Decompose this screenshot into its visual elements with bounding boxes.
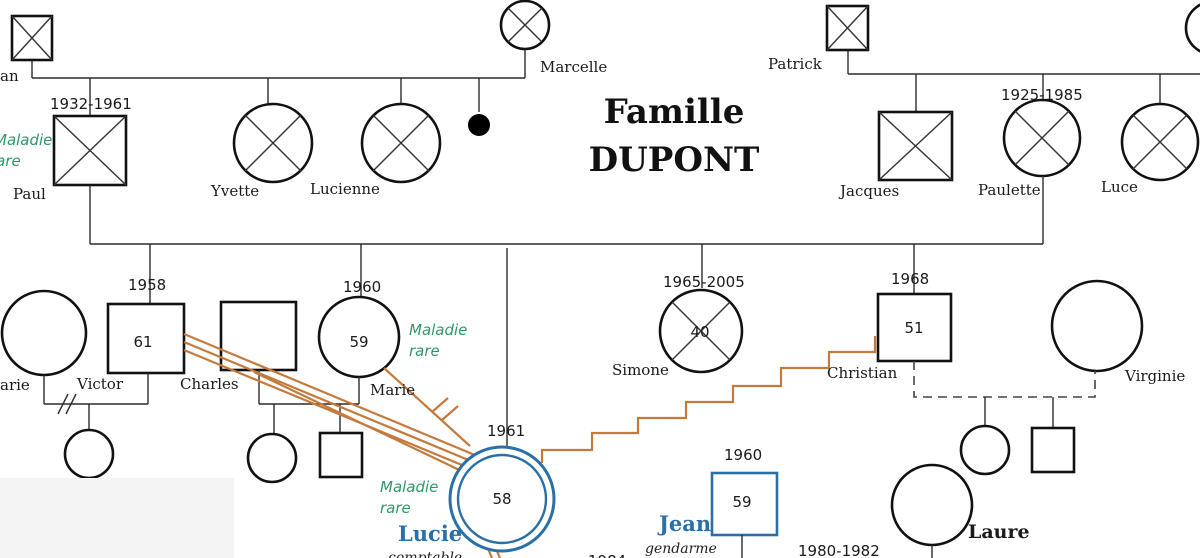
christian-symbol <box>876 292 953 363</box>
grey-overlay-panel <box>0 478 234 558</box>
lucie-symbol <box>448 445 556 553</box>
name-simone: Simone <box>612 361 669 379</box>
laure-symbol <box>890 463 974 547</box>
charles-daughter-symbol <box>246 432 298 484</box>
name-luce: Luce <box>1101 178 1138 196</box>
charles-son-symbol <box>318 431 364 479</box>
christian-daughter-symbol <box>959 424 1011 476</box>
charles-symbol <box>219 300 298 372</box>
grandfather-left-symbol <box>10 14 54 62</box>
age-jean: 59 <box>732 493 751 511</box>
name-jacques: Jacques <box>838 182 899 200</box>
condition-paul-line2: rare <box>0 152 21 170</box>
name-lucie: Lucie <box>398 521 462 546</box>
year-jean: 1960 <box>724 446 762 464</box>
age-victor: 61 <box>133 333 152 351</box>
age-lucie: 58 <box>492 490 511 508</box>
miscarriage-dot <box>468 114 490 136</box>
age-simone: 40 <box>690 323 709 341</box>
name-marcelle: Marcelle <box>540 58 607 76</box>
gen3-symbols <box>0 279 1144 379</box>
condition-paul-line1: Maladie <box>0 131 52 149</box>
family-title-line1: Famille <box>604 92 745 132</box>
gen4-symbols <box>63 424 1076 558</box>
name-patrick: Patrick <box>768 55 823 73</box>
name-marie: Marie <box>370 381 415 399</box>
gen1-symbols <box>10 0 1200 62</box>
marcelle-symbol <box>499 0 551 51</box>
name-arie: arie <box>0 376 30 394</box>
years-simone: 1965-2005 <box>663 273 745 291</box>
victor-child-symbol <box>63 428 115 480</box>
name-an: an <box>0 67 19 85</box>
name-jean: Jean <box>657 511 711 536</box>
victor-symbol <box>106 302 186 375</box>
christian-son-symbol <box>1030 426 1076 474</box>
name-paul: Paul <box>13 185 46 203</box>
family-title-line2: DUPONT <box>589 140 760 180</box>
gen3-couple-links <box>43 361 1096 436</box>
name-christian: Christian <box>827 364 898 382</box>
years-paulette: 1925-1985 <box>1001 86 1083 104</box>
condition-lucie-line2: rare <box>380 499 411 517</box>
paulette-symbol <box>1002 98 1082 178</box>
years-paul: 1932-1961 <box>50 95 132 113</box>
name-laure: Laure <box>968 521 1030 543</box>
jean-symbol <box>710 471 779 537</box>
condition-marie-line1: Maladie <box>409 321 467 339</box>
name-paulette: Paulette <box>978 181 1041 199</box>
condition-lucie-line1: Maladie <box>380 478 438 496</box>
paul-symbol <box>52 114 128 187</box>
lucienne-symbol <box>360 102 442 184</box>
condition-marie-line2: rare <box>409 342 440 360</box>
name-charles: Charles <box>180 375 239 393</box>
gen2-marriage-links <box>89 176 1044 455</box>
year-lucie: 1961 <box>487 422 525 440</box>
yvette-symbol <box>232 102 314 184</box>
arie-symbol <box>0 289 88 377</box>
year-bottom-left: 1984 <box>588 552 626 558</box>
age-christian: 51 <box>904 319 923 337</box>
luce-symbol <box>1120 102 1200 182</box>
jacques-symbol <box>877 110 954 182</box>
grandmother-right-symbol <box>1184 3 1200 53</box>
name-virginie: Virginie <box>1124 367 1185 385</box>
name-lucienne: Lucienne <box>310 180 380 198</box>
year-victor: 1958 <box>128 276 166 294</box>
year-marie: 1960 <box>343 278 381 296</box>
age-marie: 59 <box>349 333 368 351</box>
simone-symbol <box>658 288 744 374</box>
gen2-symbols <box>52 98 1200 187</box>
name-victor: Victor <box>76 375 124 393</box>
years-bottom-right: 1980-1982 <box>798 542 880 558</box>
name-yvette: Yvette <box>210 182 259 200</box>
virginie-symbol <box>1050 279 1144 373</box>
year-christian: 1968 <box>891 270 929 288</box>
occupation-lucie: comptable <box>388 550 462 558</box>
gen1-links <box>31 50 1200 116</box>
patrick-symbol <box>825 4 870 52</box>
occupation-jean: gendarme <box>645 541 717 557</box>
